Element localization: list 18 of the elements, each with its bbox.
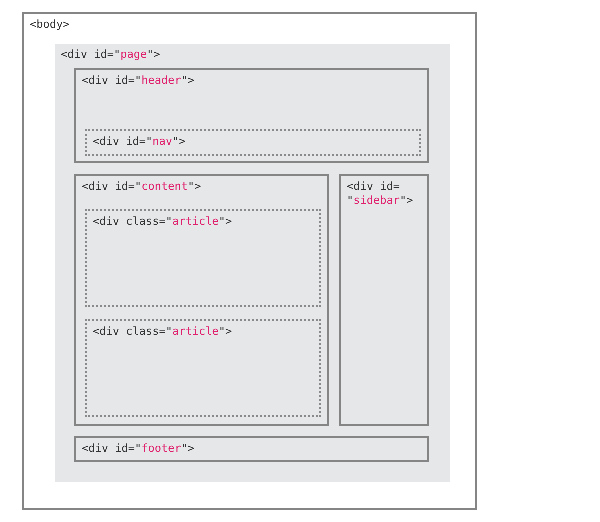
page-panel: [55, 44, 450, 482]
article-box: [85, 209, 321, 307]
code-label: <div class="article">: [93, 215, 232, 229]
code-label: <div class="article">: [93, 325, 232, 339]
content-box: [74, 174, 329, 426]
code-label: <div id="nav">: [93, 135, 186, 149]
code-label: <div id="header">: [82, 74, 195, 88]
code-label: <div id= "sidebar">: [347, 180, 414, 208]
body-box: [22, 12, 477, 510]
header-box: [74, 68, 429, 163]
code-label: <div id="content">: [82, 180, 202, 194]
article-box: [85, 319, 321, 417]
code-label: <div id="page">: [61, 48, 160, 62]
footer-box: [74, 436, 429, 462]
nav-box: [85, 129, 421, 156]
code-label: <body>: [30, 18, 70, 32]
sidebar-box: [339, 174, 429, 426]
code-label: <div id="footer">: [82, 442, 195, 456]
